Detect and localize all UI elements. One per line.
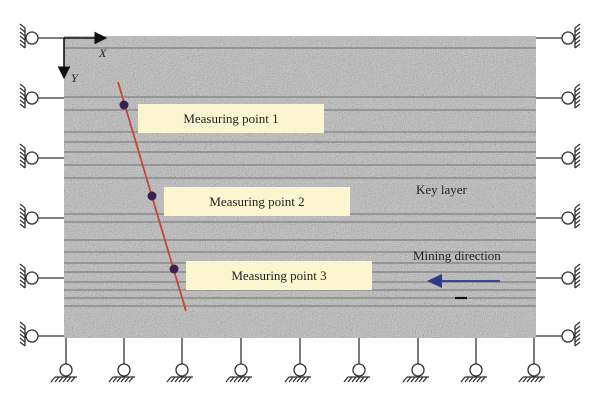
bottom-support-5 bbox=[284, 338, 311, 383]
measuring-point-label-3: Measuring point 3 bbox=[231, 268, 326, 283]
bottom-support-7 bbox=[402, 338, 429, 383]
left-support-4 bbox=[19, 203, 64, 229]
right-support-6 bbox=[536, 321, 581, 347]
measuring-point-box-3: Measuring point 3 bbox=[186, 261, 372, 290]
left-support-5 bbox=[19, 263, 64, 289]
mining-direction-arrow bbox=[427, 274, 500, 288]
bottom-support-3 bbox=[166, 338, 193, 383]
bottom-support-9 bbox=[518, 338, 545, 383]
bottom-support-1 bbox=[50, 338, 77, 383]
right-support-2 bbox=[536, 83, 581, 109]
right-support-5 bbox=[536, 263, 581, 289]
measuring-point-dot-2 bbox=[147, 191, 157, 201]
y-axis-label: Y bbox=[71, 71, 79, 85]
bottom-supports bbox=[50, 338, 545, 383]
measuring-point-label-2: Measuring point 2 bbox=[209, 194, 304, 209]
bottom-support-8 bbox=[460, 338, 487, 383]
measuring-point-dot-1 bbox=[119, 100, 129, 110]
left-support-1 bbox=[19, 23, 64, 49]
measuring-point-box-1: Measuring point 1 bbox=[138, 104, 324, 133]
bottom-support-2 bbox=[108, 338, 135, 383]
coordinate-axes: X Y bbox=[57, 31, 108, 85]
left-supports bbox=[19, 23, 64, 347]
right-support-1 bbox=[536, 23, 581, 49]
left-support-3 bbox=[19, 143, 64, 169]
measuring-point-dot-3 bbox=[169, 264, 179, 274]
right-support-3 bbox=[536, 143, 581, 169]
right-supports bbox=[536, 23, 581, 347]
left-support-6 bbox=[19, 321, 64, 347]
x-axis-label: X bbox=[98, 46, 107, 60]
bottom-support-6 bbox=[343, 338, 370, 383]
bottom-support-4 bbox=[225, 338, 252, 383]
right-support-4 bbox=[536, 203, 581, 229]
mining-direction-label: Mining direction bbox=[413, 248, 501, 263]
left-support-2 bbox=[19, 83, 64, 109]
measuring-point-box-2: Measuring point 2 bbox=[164, 187, 350, 216]
measuring-point-label-1: Measuring point 1 bbox=[183, 111, 278, 126]
key-layer-label: Key layer bbox=[416, 182, 468, 197]
